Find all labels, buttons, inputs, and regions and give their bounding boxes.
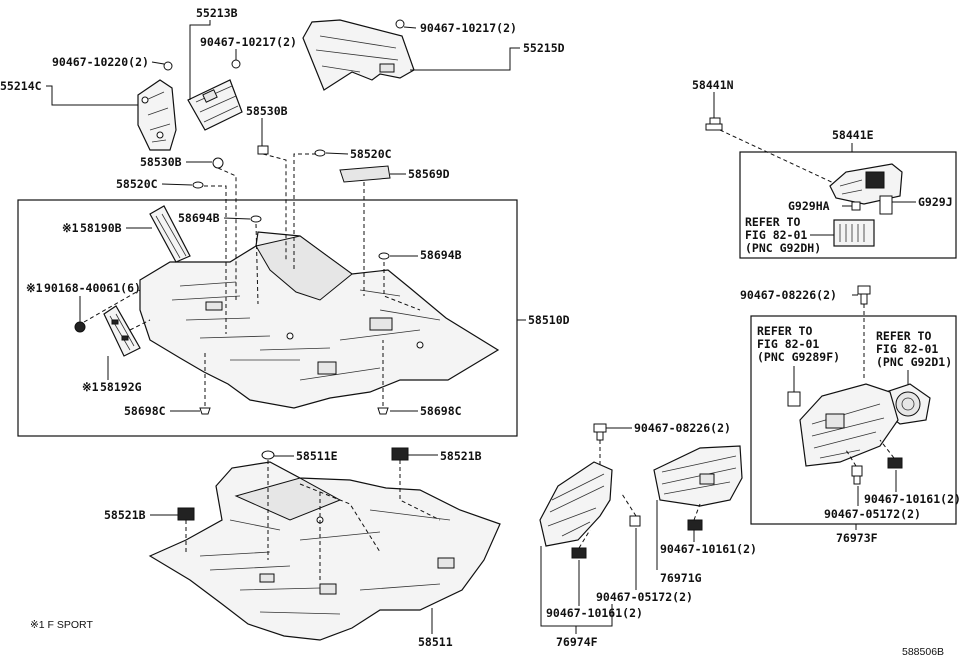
clip-90467-05172-a xyxy=(851,465,863,485)
label-58520C-b: 58520C xyxy=(116,177,158,191)
label-58520C-a: 58520C xyxy=(350,147,392,161)
console-58441E xyxy=(829,163,903,205)
label-58521B-b: 58521B xyxy=(104,508,146,522)
footrest-58190B xyxy=(149,205,191,263)
label-55215D: 55215D xyxy=(523,41,565,55)
carpet-58511 xyxy=(148,461,501,641)
mark-1a: ※1 xyxy=(62,221,79,235)
label-90168-40061: 90168-40061(6) xyxy=(44,281,141,295)
clip-90467-10217-b xyxy=(395,19,405,29)
label-refer3-l1: REFER TO xyxy=(876,329,931,343)
pad-58569D xyxy=(339,165,391,183)
trim-76973F xyxy=(799,383,899,467)
clip-90168-40061 xyxy=(74,321,86,333)
label-refer1-l3: (PNC G92DH) xyxy=(745,241,821,255)
label-refer1-l2: FIG 82-01 xyxy=(745,228,807,242)
trim-76971G xyxy=(653,445,743,507)
label-58694B-a: 58694B xyxy=(178,211,220,225)
label-58190B: 58190B xyxy=(80,221,122,235)
label-90467-10217-b: 90467-10217(2) xyxy=(420,21,517,35)
clip-90467-08226-a xyxy=(857,285,871,305)
clip-58530B-b xyxy=(257,145,269,155)
mark-1b: ※1 xyxy=(26,281,43,295)
carpet-58510D xyxy=(139,231,500,409)
label-58521B-a: 58521B xyxy=(440,449,482,463)
clip-58694B-a xyxy=(250,215,262,223)
label-58694B-b: 58694B xyxy=(420,248,462,262)
label-refer2-l2: FIG 82-01 xyxy=(757,337,819,351)
clip-90467-10161-c xyxy=(571,547,587,559)
cover-55215D xyxy=(302,19,415,91)
label-58510D: 58510D xyxy=(528,313,570,327)
label-58698C-a: 58698C xyxy=(124,404,166,418)
label-58511: 58511 xyxy=(418,635,453,649)
label-refer1-l1: REFER TO xyxy=(745,215,800,229)
label-90467-10220: 90467-10220(2) xyxy=(52,55,149,69)
clip-58694B-b xyxy=(378,252,390,260)
label-76974F: 76974F xyxy=(556,635,598,649)
label-refer3-l2: FIG 82-01 xyxy=(876,342,938,356)
label-76971G: 76971G xyxy=(660,571,702,585)
bracket-55214C xyxy=(137,61,177,151)
clip-90467-05172-b xyxy=(629,515,641,527)
label-76973F: 76973F xyxy=(836,531,878,545)
label-G929HA: G929HA xyxy=(788,199,830,213)
footnote-f-sport: ※1 F SPORT xyxy=(30,619,93,631)
label-55213B: 55213B xyxy=(196,6,238,20)
clip-58521B-b xyxy=(177,507,195,521)
clip-58441N xyxy=(705,117,723,131)
pad-55213B xyxy=(187,59,243,131)
clip-G929HA xyxy=(851,201,861,211)
label-58511E: 58511E xyxy=(296,449,338,463)
label-90467-10161-c: 90467-10161(2) xyxy=(546,606,643,620)
label-90467-10217-a: 90467-10217(2) xyxy=(200,35,297,49)
label-58698C-b: 58698C xyxy=(420,404,462,418)
group-frame-58441E xyxy=(739,151,957,259)
label-90467-05172-b: 90467-05172(2) xyxy=(596,590,693,604)
trim-76974F xyxy=(539,461,613,547)
clip-58520C-b xyxy=(314,149,326,157)
part-G929J xyxy=(879,195,893,215)
clip-58530B-a xyxy=(212,157,224,169)
clip-90467-10161-b xyxy=(687,519,703,531)
label-58530B-a: 58530B xyxy=(246,104,288,118)
clip-58520C-a xyxy=(192,181,204,189)
clip-90467-10220 xyxy=(163,61,173,71)
label-90467-10161-b: 90467-10161(2) xyxy=(660,542,757,556)
clip-58698C-a xyxy=(199,407,211,415)
label-refer2-l1: REFER TO xyxy=(757,324,812,338)
label-refer2-l3: (PNC G9289F) xyxy=(757,350,840,364)
label-90467-08226-a: 90467-08226(2) xyxy=(740,288,837,302)
label-90467-08226-b: 90467-08226(2) xyxy=(634,421,731,435)
mark-1c: ※1 xyxy=(82,380,99,394)
label-58569D: 58569D xyxy=(408,167,450,181)
group-frame-58510D xyxy=(17,199,518,437)
scuff-58192G xyxy=(103,305,141,357)
clip-90467-08226-b xyxy=(593,423,607,441)
group-frame-76973F xyxy=(750,315,957,525)
clip-58521B-a xyxy=(391,447,409,461)
label-G929J: G929J xyxy=(918,195,953,209)
clip-58511E xyxy=(261,450,275,460)
module-G92DH xyxy=(833,219,875,247)
label-58441N: 58441N xyxy=(692,78,734,92)
clip-58698C-b xyxy=(377,407,389,415)
label-58192G: 58192G xyxy=(100,380,142,394)
clip-90467-10161-a xyxy=(887,457,903,469)
label-58530B-b: 58530B xyxy=(140,155,182,169)
label-90467-10161-a: 90467-10161(2) xyxy=(864,492,960,506)
label-58441E: 58441E xyxy=(832,128,874,142)
label-90467-05172-a: 90467-05172(2) xyxy=(824,507,921,521)
part-G9289F xyxy=(787,391,801,407)
label-55214C: 55214C xyxy=(0,79,42,93)
clip-90467-10217-a xyxy=(231,59,241,69)
diagram-id: 588506B xyxy=(902,646,944,658)
label-refer3-l3: (PNC G92D1) xyxy=(876,355,952,369)
